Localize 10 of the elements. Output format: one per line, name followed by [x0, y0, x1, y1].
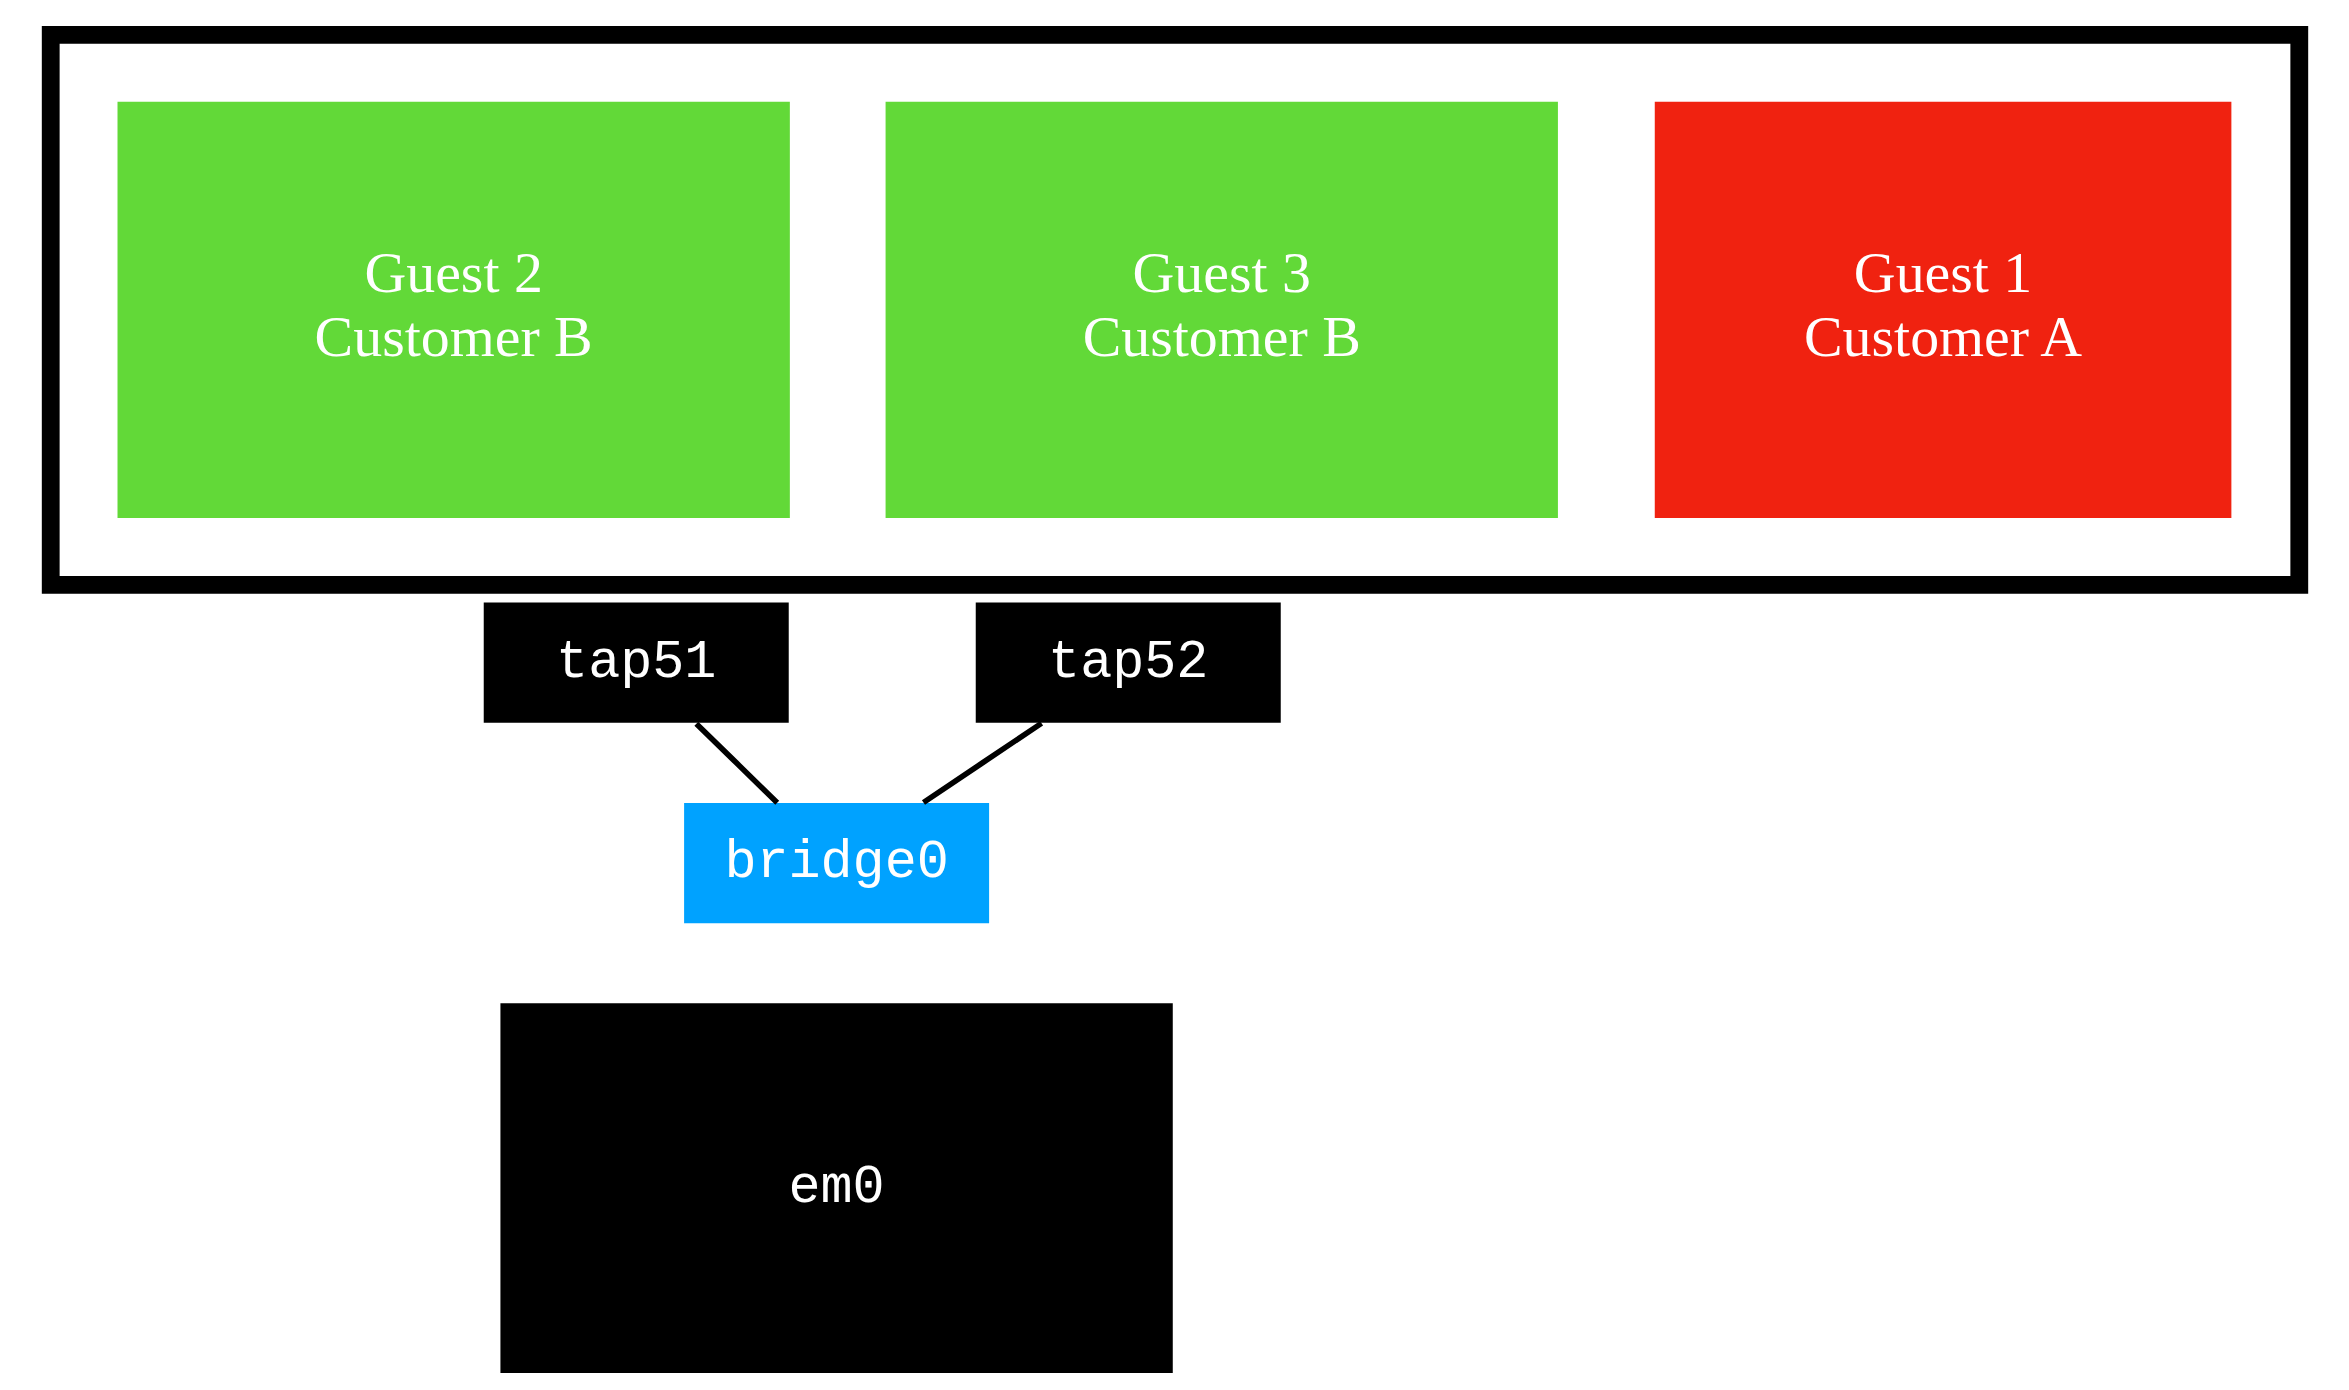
node-box: Guest 3 Customer B — [885, 101, 1558, 518]
node-box: Guest 2 Customer B — [117, 101, 790, 518]
node-box: Guest 1 Customer A — [1654, 101, 2231, 518]
node-box: tap51 — [483, 602, 789, 723]
node-box: bridge0 — [683, 803, 989, 924]
node-box: tap52 — [975, 602, 1281, 723]
cluster — [41, 26, 2308, 594]
connector — [921, 720, 1043, 805]
connector — [693, 721, 779, 805]
node-box: em0 — [499, 1003, 1173, 1373]
